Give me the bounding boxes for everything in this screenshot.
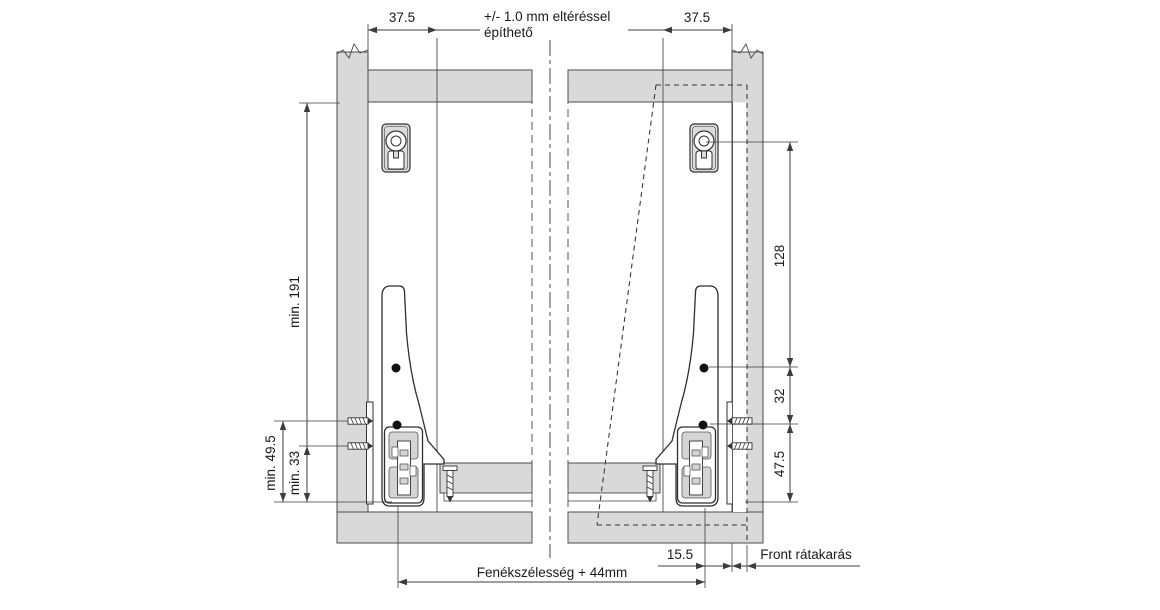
- side-screw-icon: [347, 417, 374, 425]
- side-screw-icon: [726, 417, 753, 425]
- side-screw-icon: [347, 442, 374, 450]
- dim-label-top-right-offset: 37.5: [684, 10, 710, 25]
- front-overlay-label: Front rátakarás: [760, 547, 852, 562]
- dim-label-top-left-offset: 37.5: [389, 10, 415, 25]
- dim-label-min-inner: min. 33: [287, 451, 302, 495]
- dim-label-right-top: 128: [772, 245, 787, 268]
- tolerance-note-line2: építhető: [484, 25, 533, 40]
- dim-label-bottom-gap: 15.5: [667, 547, 693, 562]
- dim-label-right-bottom: 47.5: [772, 451, 787, 477]
- dim-label-min-outer: min. 49.5: [263, 435, 278, 491]
- dim-label-min-height: min. 191: [287, 276, 302, 328]
- dimension-annotations: [274, 24, 860, 588]
- front-overlay-strip: [732, 102, 747, 512]
- tolerance-note-line1: +/- 1.0 mm eltéréssel: [484, 9, 610, 24]
- front-panel-dashed-outline: [596, 84, 748, 543]
- bottom-width-label: Fenékszélesség + 44mm: [477, 565, 627, 580]
- cabinet-left-half: [336, 37, 533, 544]
- side-screw-icon: [726, 442, 753, 450]
- dim-label-right-mid: 32: [772, 388, 787, 403]
